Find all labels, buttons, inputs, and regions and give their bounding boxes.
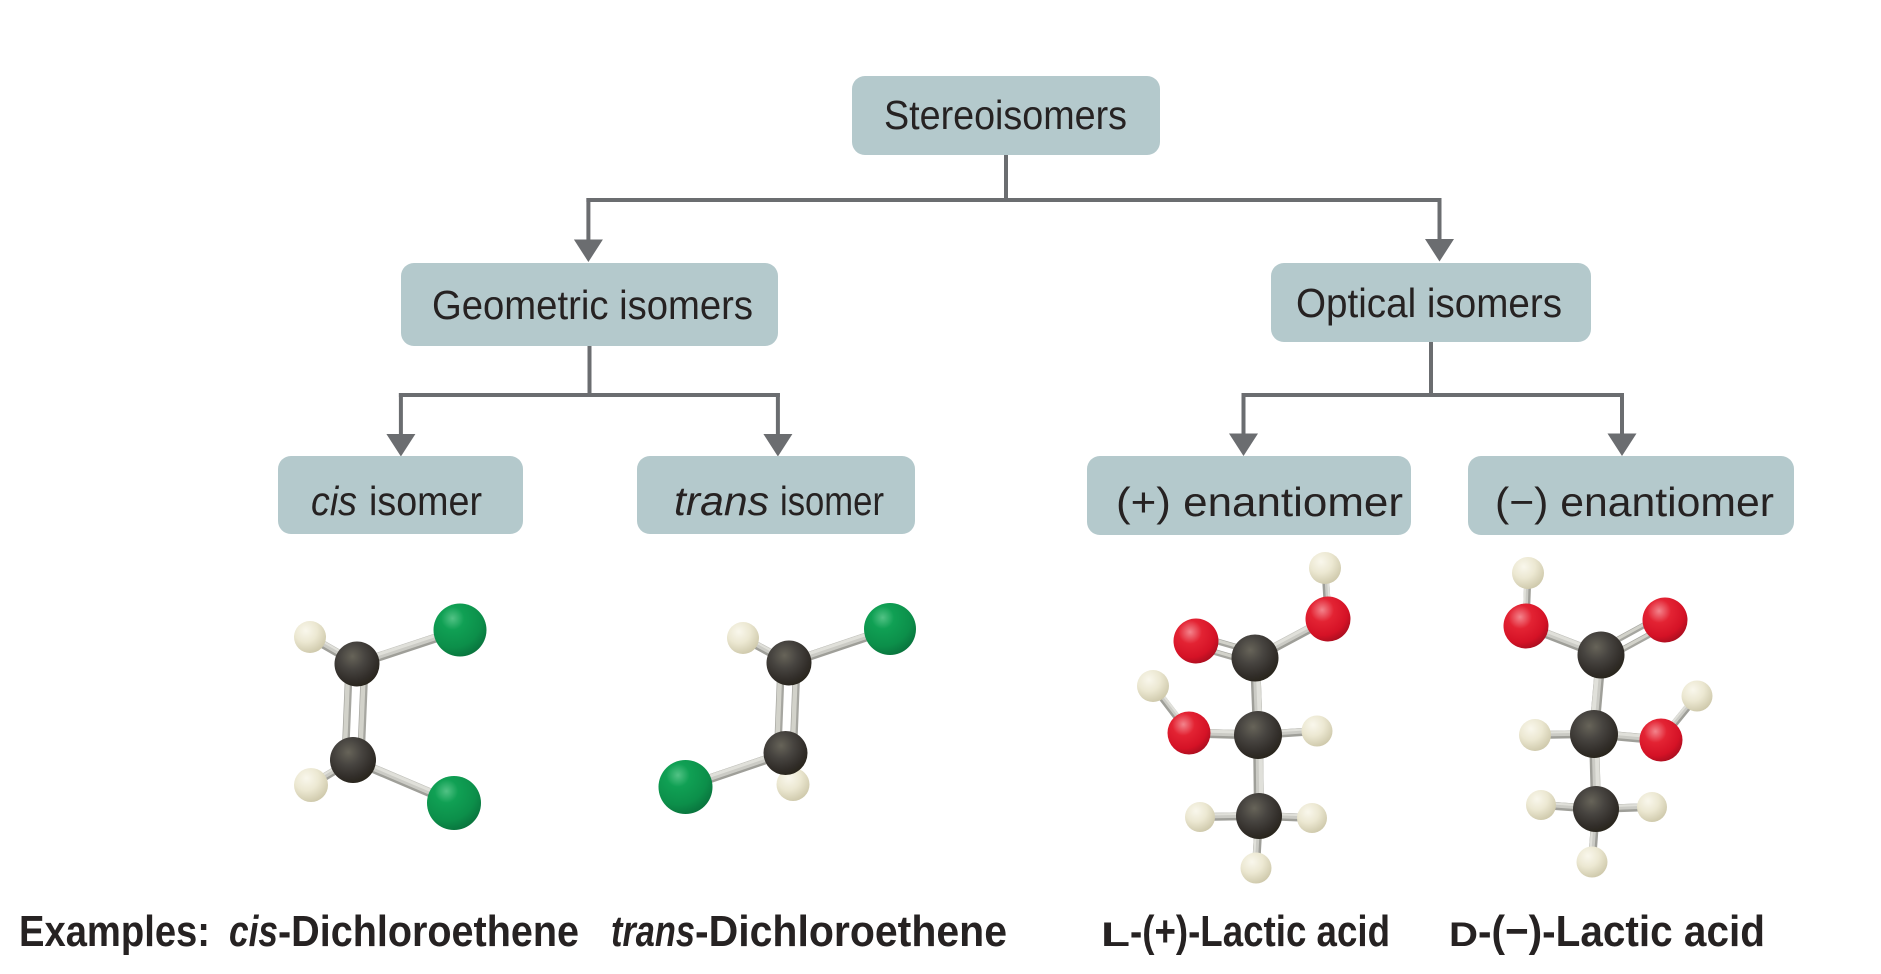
svg-text:trans: trans [674,478,769,524]
svg-text:cis: cis [311,478,357,524]
svg-text:isomer: isomer [780,478,884,524]
svg-text:(−) enantiomer: (−) enantiomer [1495,479,1774,525]
svg-text:L: L [1101,916,1130,954]
svg-text:-Dichloroethene: -Dichloroethene [278,907,579,956]
svg-text:-(+)-Lactic acid: -(+)-Lactic acid [1130,907,1390,956]
svg-text:(+) enantiomer: (+) enantiomer [1116,479,1403,525]
svg-text:-Dichloroethene: -Dichloroethene [695,907,1007,956]
svg-text:D: D [1449,916,1478,954]
svg-text:Stereoisomers: Stereoisomers [884,92,1127,138]
svg-text:Geometric isomers: Geometric isomers [432,282,753,328]
svg-text:cis: cis [229,907,278,956]
svg-text:Optical isomers: Optical isomers [1296,280,1562,326]
svg-text:Examples:: Examples: [19,907,210,956]
svg-text:isomer: isomer [369,478,482,524]
svg-text:-(−)-Lactic acid: -(−)-Lactic acid [1478,907,1765,956]
svg-text:trans: trans [611,907,695,956]
